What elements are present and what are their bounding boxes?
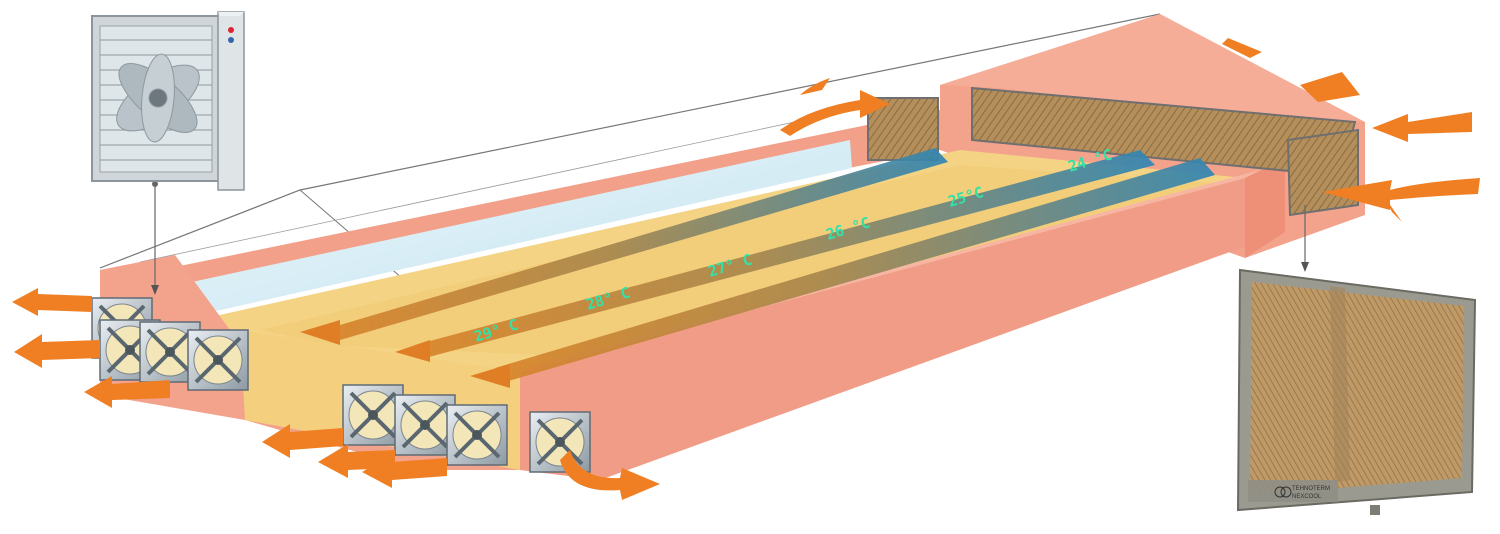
exhaust-fan-detail (91, 11, 245, 295)
airflow-arrowhead-2 (395, 340, 430, 362)
airflow-arrow-icon (560, 450, 660, 500)
airflow-arrow-icon (800, 78, 830, 95)
airflow-arrow-icon (14, 334, 100, 368)
pad-brand-logo (1280, 486, 1292, 498)
airflow-arrow-icon (1300, 72, 1360, 102)
airflow-arrow-icon (1372, 112, 1472, 142)
right-wall-side (1245, 160, 1285, 258)
back-window (178, 140, 852, 318)
intake-airflow-arrows (780, 38, 1480, 222)
exhaust-fan-icon (341, 383, 405, 447)
airflow-arrow-icon (84, 376, 170, 408)
pad-brand-line2: NEXCOOL (1292, 494, 1322, 500)
airflow-arrow-icon (362, 454, 447, 488)
gable-roof-slope (940, 14, 1365, 122)
airflow-arrow-icon (1322, 178, 1480, 210)
exhaust-fan-icon (186, 328, 250, 392)
front-wall (520, 160, 1285, 480)
cooling-pad-side (1286, 128, 1359, 217)
airflow-arrow-icon (780, 90, 890, 136)
exhaust-fan-icon (445, 403, 509, 467)
airflow-arrow-icon (1222, 38, 1262, 58)
exhaust-fan-icon (528, 410, 592, 474)
cooling-pad-detail: TEHNOTERM NEXCOOL (1236, 205, 1477, 515)
pad-brand-line1: TEHNOTERM (1292, 486, 1330, 492)
airflow-arrow-icon (318, 444, 395, 478)
industrial-exhaust-fan-icon (100, 39, 212, 161)
exhaust-fan-icon (393, 393, 457, 457)
evaporative-cooling-pad-icon (1250, 282, 1464, 495)
exhaust-airflow-arrows (12, 288, 660, 500)
airflow-band-2 (415, 150, 1155, 358)
airflow-bands (300, 148, 1215, 388)
airflow-arrowhead-1 (300, 320, 340, 345)
airflow-band-3 (495, 158, 1215, 382)
airflow-arrowhead-3 (470, 364, 510, 388)
airflow-band-1 (330, 148, 948, 340)
airflow-arrow-icon (12, 288, 92, 316)
airflow-arrow-icon (262, 424, 343, 458)
